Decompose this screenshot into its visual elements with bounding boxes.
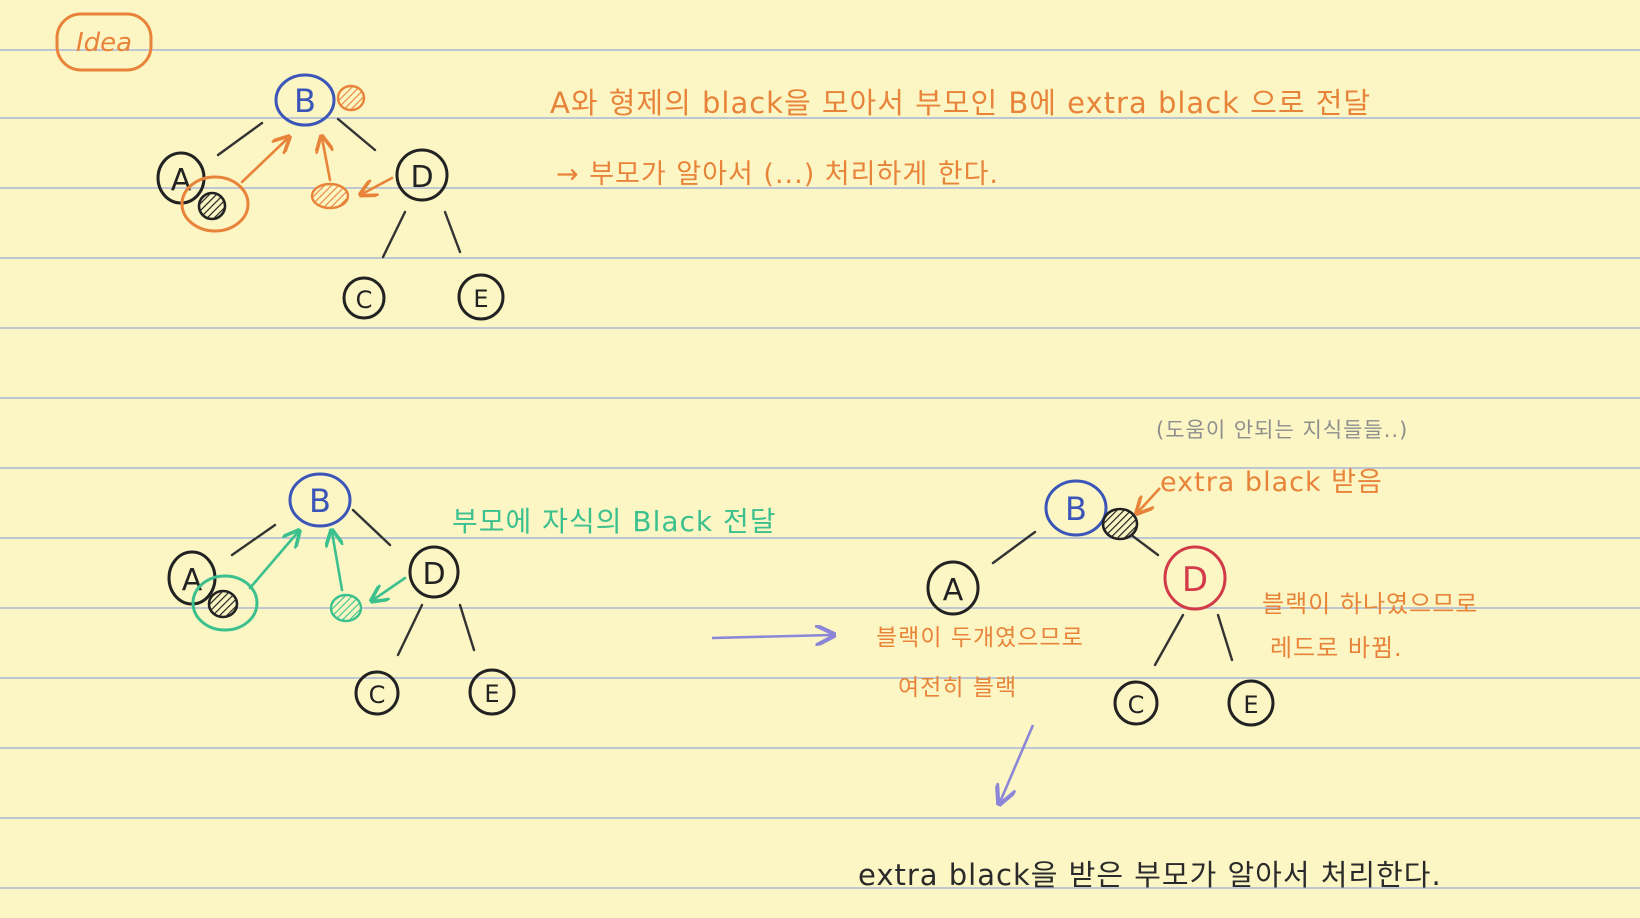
mid-node-d: D — [408, 545, 460, 599]
mid-node-b: B — [288, 472, 352, 528]
middle-left-tree: B A D C E — [167, 472, 516, 716]
top-tree: B A D C E — [156, 73, 505, 321]
top-note-line1: A와 형제의 black을 모아서 부모인 B에 extra black 으로 … — [550, 86, 1372, 120]
right-gray-note: (도움이 안되는 지식들들..) — [1156, 418, 1409, 442]
mid-arrow-dot-to-b — [332, 532, 342, 592]
right-node-e: E — [1227, 679, 1275, 727]
right-node-d-red: D — [1163, 545, 1227, 611]
right-extra-note: extra black 받음 — [1160, 467, 1383, 498]
mid-arrow-d-to-dot — [373, 576, 407, 600]
bottom-conclusion-note: extra black을 받은 부모가 알아서 처리한다. — [858, 858, 1442, 892]
idea-tag: Idea — [55, 12, 153, 72]
right-left-note-line2: 여전히 블랙 — [898, 675, 1018, 701]
middle-left-note: 부모에 자식의 Black 전달 — [452, 505, 777, 538]
right-node-c: C — [1113, 680, 1159, 726]
top-node-b: B — [274, 73, 336, 127]
right-node-e-label: E — [1243, 691, 1258, 719]
idea-tag-label: Idea — [76, 28, 132, 58]
top-node-b-label: B — [294, 82, 316, 120]
conclusion-arrow — [1000, 724, 1035, 802]
mid-node-c: C — [354, 670, 400, 716]
right-node-c-label: C — [1128, 691, 1145, 719]
top-arrow-d-to-dot — [362, 176, 394, 194]
mid-node-a: A — [167, 550, 217, 606]
right-left-note-line1: 블랙이 두개였으므로 — [876, 625, 1084, 651]
right-node-b-label: B — [1065, 490, 1087, 528]
mid-arrow-a-to-b — [248, 532, 298, 590]
extra-note-arrow — [1138, 487, 1161, 512]
mid-sibling-black-dot — [329, 593, 363, 623]
mid-node-c-label: C — [369, 681, 386, 709]
mid-node-a-label: A — [182, 563, 203, 598]
top-arrow-dot-to-b — [322, 138, 330, 182]
middle-right-tree: B A D C E — [926, 479, 1275, 802]
top-extra-black-dot — [336, 84, 366, 112]
right-right-note-line2: 레드로 바뀜. — [1270, 634, 1403, 662]
mid-node-b-label: B — [309, 482, 331, 520]
top-node-e-label: E — [473, 285, 488, 313]
top-node-a-label: A — [171, 163, 192, 198]
mid-node-e-label: E — [484, 680, 499, 708]
top-node-a: A — [156, 151, 206, 205]
right-node-b: B — [1044, 479, 1108, 537]
transition-arrow — [711, 635, 832, 638]
right-right-note-line1: 블랙이 하나였으므로 — [1262, 590, 1479, 618]
top-sibling-black-dot — [310, 182, 350, 210]
right-node-a: A — [926, 560, 980, 616]
top-note-line2: → 부모가 알아서 (...) 처리하게 한다. — [556, 159, 1000, 190]
top-a-black-dot — [197, 191, 227, 221]
top-arrow-a-to-b — [240, 138, 288, 184]
right-node-d-label: D — [1182, 560, 1208, 600]
right-node-a-label: A — [943, 573, 964, 608]
mid-node-d-label: D — [422, 557, 445, 592]
top-node-d: D — [395, 148, 449, 202]
top-node-d-label: D — [410, 160, 433, 195]
top-node-c-label: C — [356, 286, 373, 314]
mid-a-black-dot — [207, 589, 239, 619]
top-node-c: C — [342, 276, 386, 320]
right-extra-black-dot — [1101, 507, 1139, 541]
mid-node-e: E — [468, 668, 516, 716]
top-node-e: E — [457, 273, 505, 321]
